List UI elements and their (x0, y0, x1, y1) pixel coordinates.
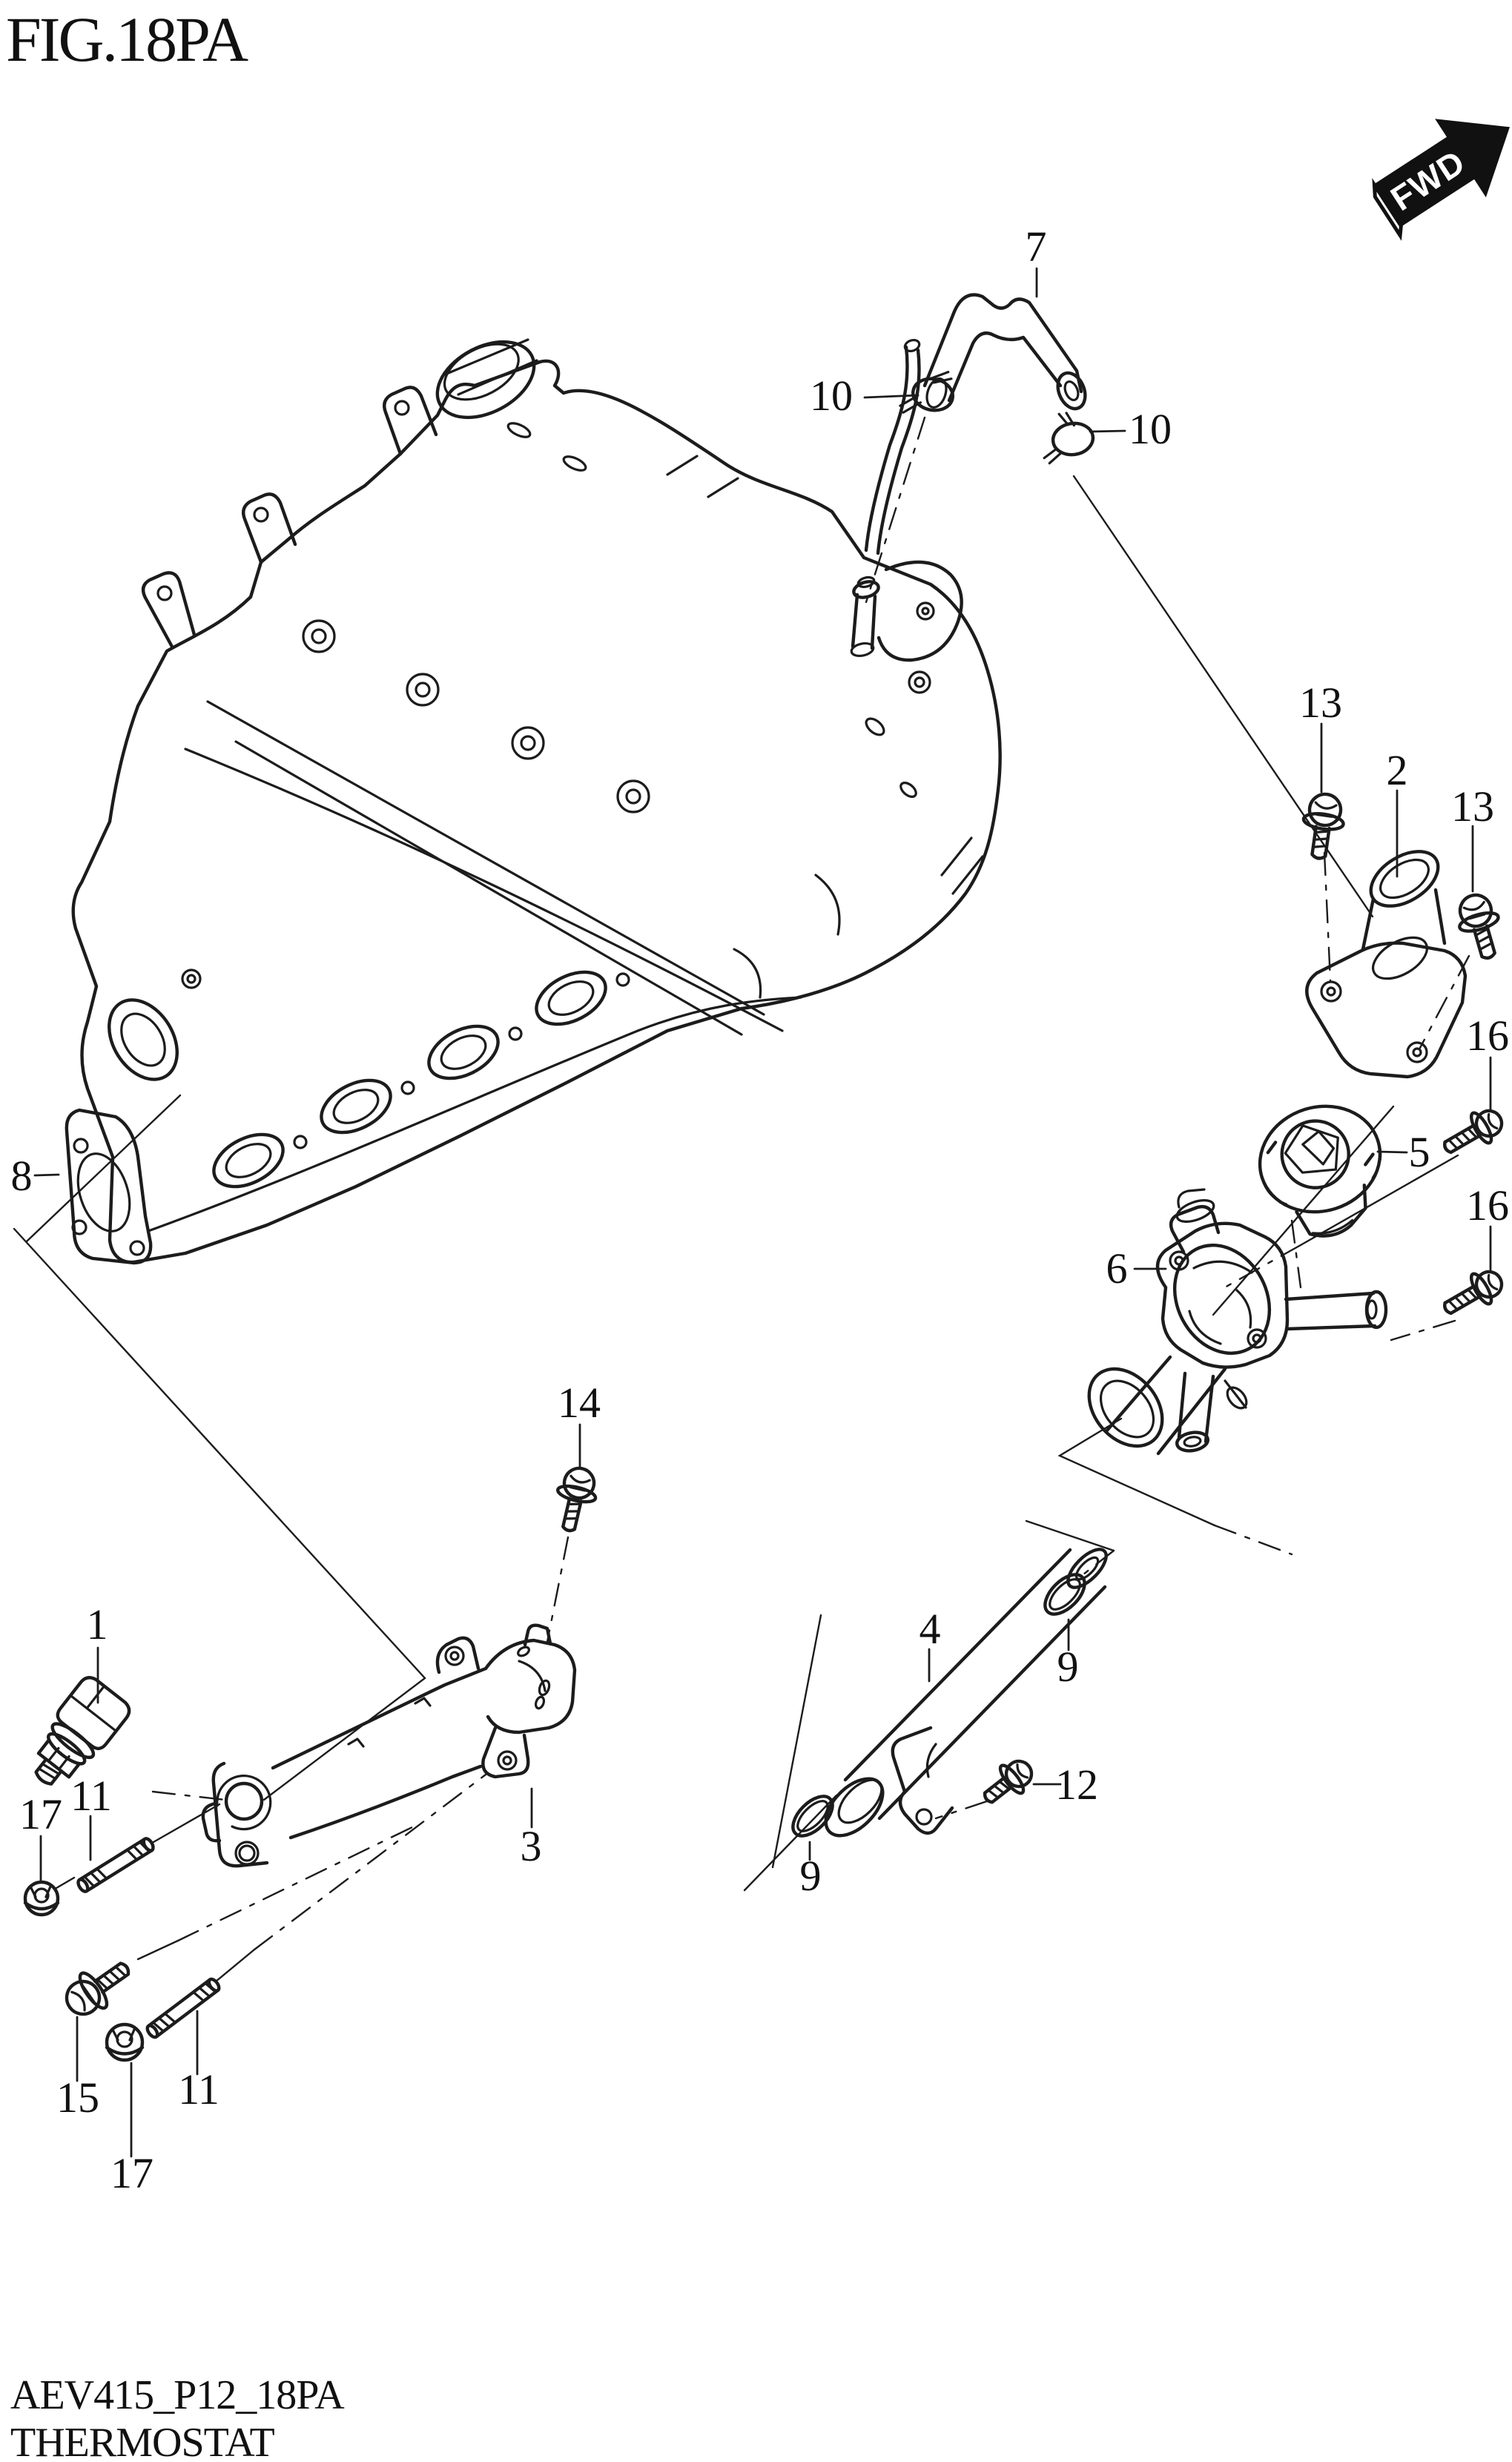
stud-part11-lower (145, 1977, 221, 2039)
part-callout-4: 4 (920, 1605, 941, 1653)
water-pipe-part3 (201, 1623, 577, 1868)
alignment-lines (13, 416, 1470, 1983)
part-callout-16: 16 (1466, 1011, 1509, 1060)
oil-filler-cap (435, 338, 538, 420)
part-callout-13: 13 (1451, 782, 1494, 831)
hose-clamp-part10-left (899, 371, 954, 414)
temp-sensor-part1 (34, 1676, 131, 1786)
part-callout-1: 1 (87, 1600, 108, 1649)
part-callout-13: 13 (1299, 679, 1342, 727)
part-callout-14: 14 (558, 1379, 601, 1427)
o-ring-part9-upper (1043, 1573, 1086, 1616)
nut-part17-upper (23, 1880, 60, 1917)
part-callout-10: 10 (1129, 405, 1172, 453)
part-callout-9: 9 (1057, 1643, 1079, 1691)
part-callout-17: 17 (110, 2149, 153, 2197)
part-callout-6: 6 (1106, 1244, 1128, 1293)
footer-part-name: THERMOSTAT (10, 2420, 275, 2462)
part-callout-16: 16 (1466, 1181, 1509, 1230)
cylinder-head-drawing (71, 338, 1002, 1264)
intake-ports (212, 970, 630, 1189)
figure-title: FIG.18PA (6, 4, 248, 75)
hose-clamp-part10-right (1043, 412, 1095, 465)
bolt-part16-upper (1443, 1109, 1504, 1155)
part-callout-7: 7 (1026, 222, 1047, 271)
spark-plug-wells (302, 619, 650, 813)
nut-part17-lower (105, 2022, 145, 2062)
fwd-arrow: FWD (1372, 119, 1510, 241)
part-callout-15: 15 (56, 2073, 99, 2122)
bolt-part13-left (1301, 792, 1345, 860)
part-callout-11: 11 (70, 1772, 112, 1820)
part-callout-17: 17 (19, 1790, 62, 1838)
leader-lines (33, 267, 1492, 2158)
thermostat-part5 (1258, 1104, 1382, 1238)
part-callout-5: 5 (1409, 1128, 1430, 1176)
part-callout-2: 2 (1387, 746, 1408, 794)
thermostat-cap-part2 (1305, 850, 1468, 1079)
hose-spigot (850, 560, 963, 662)
thermostat-housing-part6 (1087, 1188, 1388, 1456)
footer-drawing-code: AEV415_P12_18PA (10, 2372, 345, 2418)
part-callout-8: 8 (11, 1152, 33, 1200)
stud-part11-upper (76, 1837, 155, 1893)
part-callout-9: 9 (800, 1852, 822, 1900)
water-hose-part7 (922, 293, 1087, 411)
part-callout-11: 11 (178, 2065, 219, 2113)
gasket-part8 (65, 1108, 153, 1265)
bolt-part12 (983, 1759, 1034, 1804)
part-callout-12: 12 (1055, 1760, 1098, 1809)
part-callout-3: 3 (521, 1822, 542, 1870)
breather-tube (864, 338, 921, 555)
bolt-part16-lower (1443, 1270, 1504, 1316)
part-callout-10: 10 (810, 372, 853, 420)
bolt-part15 (65, 1961, 131, 2016)
o-ring-part9-lower (791, 1795, 834, 1838)
bolt-part13-right (1458, 893, 1500, 960)
water-pipe-part4 (824, 1548, 1108, 1838)
bolt-part14 (556, 1466, 598, 1533)
